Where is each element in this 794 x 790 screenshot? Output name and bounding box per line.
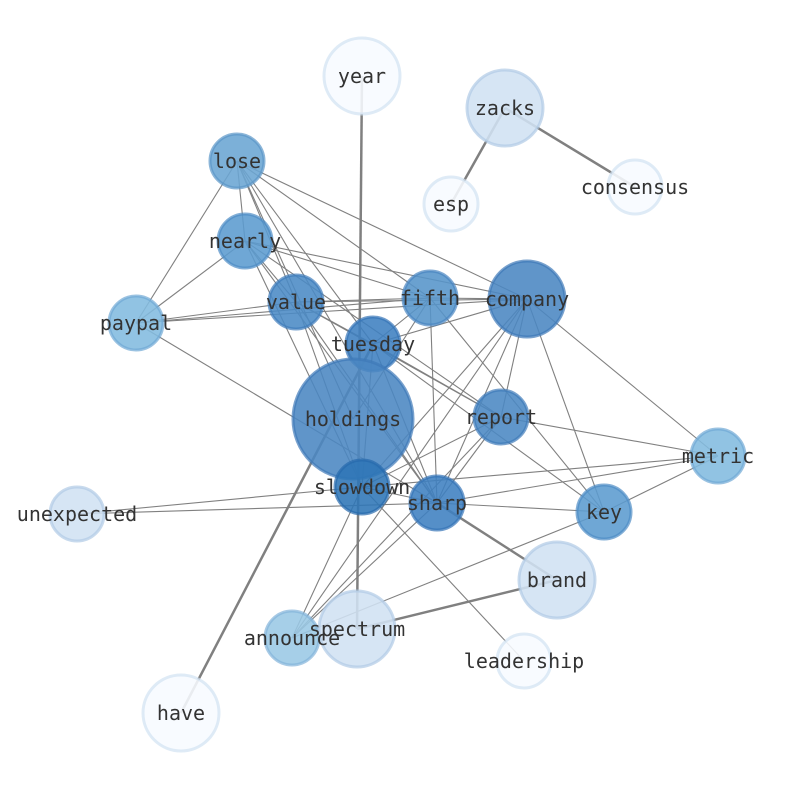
edge-paypal-sharp xyxy=(135,322,438,504)
node-label-leadership: leadership xyxy=(464,649,584,673)
node-zacks[interactable] xyxy=(465,68,545,148)
nodes-layer: year zacks consensus esp lose nearly paypal val… xyxy=(17,36,754,753)
node-key[interactable] xyxy=(575,483,633,541)
node-value[interactable] xyxy=(267,273,325,331)
node-label-fifth: fifth xyxy=(400,286,460,310)
edge-report-announce xyxy=(291,416,502,639)
edge-company-metric xyxy=(526,298,719,457)
node-label-key: key xyxy=(586,500,622,524)
node-lose[interactable] xyxy=(208,132,266,190)
edge-metric-sharp xyxy=(436,455,719,504)
node-label-esp: esp xyxy=(433,192,469,216)
edge-fifth-sharp xyxy=(429,297,438,504)
node-label-metric: metric xyxy=(682,444,754,468)
edge-lose-company xyxy=(236,160,528,300)
node-label-year: year xyxy=(338,64,386,88)
node-label-consensus: consensus xyxy=(581,175,689,199)
edge-sharp-announce xyxy=(291,502,438,639)
node-year[interactable] xyxy=(322,36,402,116)
node-metric[interactable] xyxy=(689,427,747,485)
node-brand[interactable] xyxy=(517,540,597,620)
edge-slowdown-leadership xyxy=(361,486,525,662)
node-company[interactable] xyxy=(487,259,567,339)
node-spectrum[interactable] xyxy=(317,589,397,669)
node-label-nearly: nearly xyxy=(209,229,281,253)
node-label-have: have xyxy=(157,701,205,725)
node-paypal[interactable] xyxy=(107,294,165,352)
node-fifth[interactable] xyxy=(401,269,459,327)
node-label-company: company xyxy=(485,287,569,311)
edge-paypal-company xyxy=(135,298,528,324)
node-leadership[interactable] xyxy=(495,632,553,690)
node-sharp[interactable] xyxy=(408,474,466,532)
edge-nearly-company xyxy=(244,240,528,300)
node-label-holdings: holdings xyxy=(305,407,401,431)
edge-report-metric xyxy=(500,416,719,457)
edge-company-announce xyxy=(291,298,528,639)
edge-unexpected-slowdown xyxy=(76,486,363,515)
node-label-value: value xyxy=(266,290,326,314)
node-label-lose: lose xyxy=(213,149,261,173)
node-label-tuesday: tuesday xyxy=(331,332,415,356)
node-label-sharp: sharp xyxy=(407,491,467,515)
node-label-slowdown: slowdown xyxy=(314,475,410,499)
node-consensus[interactable] xyxy=(606,158,664,216)
node-label-zacks: zacks xyxy=(475,96,535,120)
node-label-report: report xyxy=(465,405,537,429)
node-label-brand: brand xyxy=(527,568,587,592)
node-label-paypal: paypal xyxy=(100,311,172,335)
node-nearly[interactable] xyxy=(216,212,274,270)
node-label-unexpected: unexpected xyxy=(17,502,137,526)
node-report[interactable] xyxy=(472,388,530,446)
node-unexpected[interactable] xyxy=(48,485,106,543)
node-have[interactable] xyxy=(141,673,221,753)
node-esp[interactable] xyxy=(422,175,480,233)
edge-nearly-fifth xyxy=(244,240,431,299)
edge-lose-paypal xyxy=(135,160,238,324)
edge-lose-fifth xyxy=(236,160,431,299)
node-slowdown[interactable] xyxy=(333,458,391,516)
node-label-spectrum: spectrum xyxy=(309,617,405,641)
node-label-announce: announce xyxy=(244,626,340,650)
